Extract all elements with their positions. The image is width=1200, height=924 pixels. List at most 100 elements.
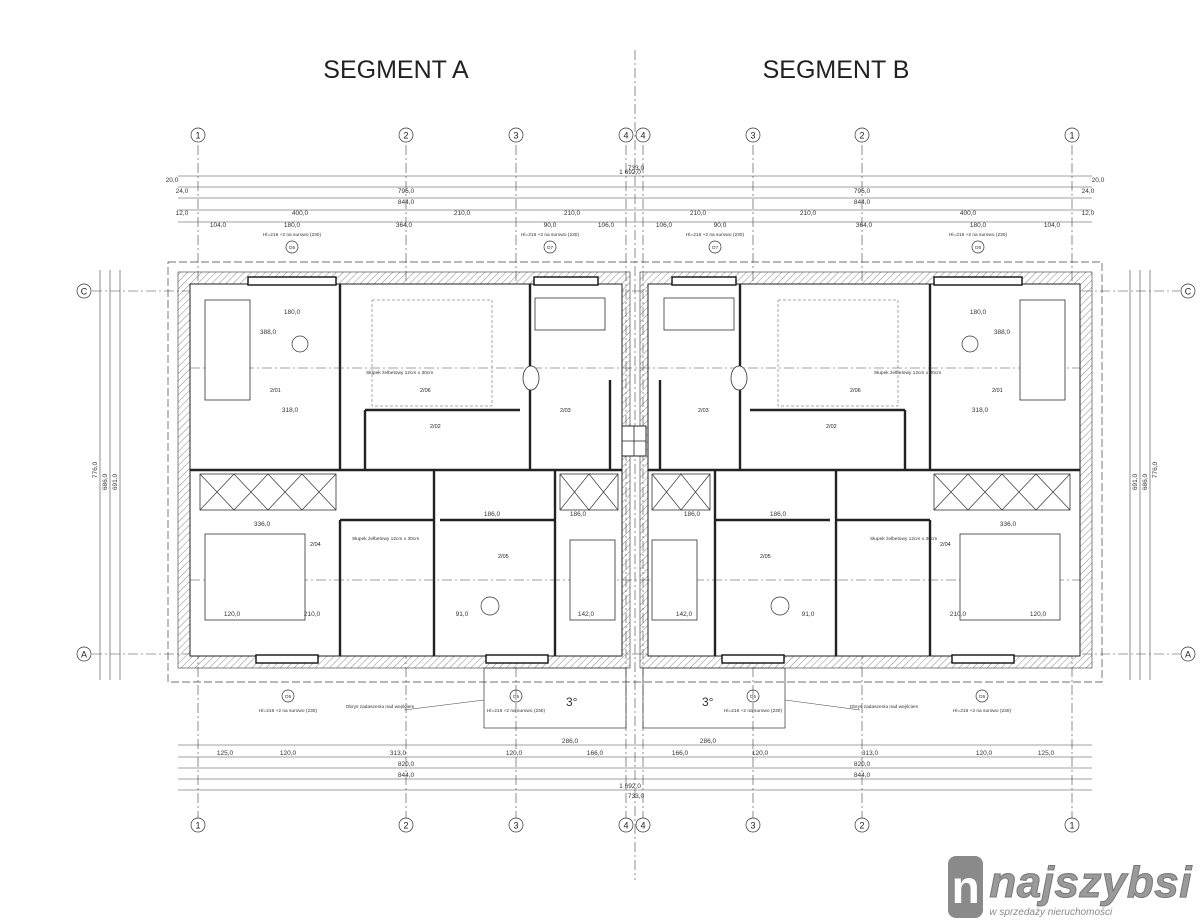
axis-label-bottom: 1 xyxy=(195,821,200,831)
column-note: Słupek żelbetowy 12cm x 30cm xyxy=(870,536,937,542)
dim-label: 210,0 xyxy=(950,611,967,618)
furniture xyxy=(204,297,1066,621)
dim-label: 364,0 xyxy=(396,222,413,229)
side-dimensions: 776,0 686,0 691,0 776,0 686,0 691,0 xyxy=(92,270,1159,680)
axis-label-row-c: C xyxy=(1185,287,1192,297)
dim-label: 20,0 xyxy=(1092,177,1105,184)
dim-label: 210,0 xyxy=(564,210,581,217)
axis-label-top: 2 xyxy=(403,131,408,141)
dim-label: 120,0 xyxy=(280,750,297,757)
dim-label: 180,0 xyxy=(970,309,987,316)
dim-label: 120,0 xyxy=(1030,611,1047,618)
dim-label: 186,0 xyxy=(684,511,701,518)
room-number: 2/05 xyxy=(498,554,509,560)
roof-slope-lines xyxy=(190,367,1080,581)
dim-label: 24,0 xyxy=(176,188,189,195)
dim-label: 286,0 xyxy=(562,738,579,745)
axis-label-bottom: 4 xyxy=(623,821,628,831)
room-number: 2/03 xyxy=(560,408,571,414)
axis-label-bottom: 3 xyxy=(750,821,755,831)
canopy-slope: 3° xyxy=(566,695,578,709)
axis-label-top: 4 xyxy=(623,131,628,141)
dim-label: 12,0 xyxy=(1082,210,1095,217)
dim-label: 336,0 xyxy=(254,521,271,528)
window-tags-top: O6 Hl=216 +2 na surowo (230) O7 Hl=216 +… xyxy=(263,232,1007,254)
room-number: 2/03 xyxy=(698,408,709,414)
dim-label: 318,0 xyxy=(972,407,989,414)
dim-label: 796,0 xyxy=(398,188,415,195)
dim-label: 120,0 xyxy=(976,750,993,757)
window-tag-note: Hl=216 +2 na surowo (230) xyxy=(259,708,318,714)
entrance-canopies: 3° 3° Obrys zadaszenia nad wejściem Obry… xyxy=(346,667,919,729)
dim-label: 186,0 xyxy=(570,511,587,518)
axis-label-bottom: 2 xyxy=(859,821,864,831)
dim-label: 796,0 xyxy=(854,188,871,195)
column-notes: Słupek żelbetowy 12cm x 30cm Słupek żelb… xyxy=(352,370,941,542)
dim-label: 388,0 xyxy=(260,329,277,336)
dim-label: 733,0 xyxy=(628,793,645,800)
room-number: 2/02 xyxy=(826,424,837,430)
window-tag-note: Hl=216 +2 na surowo (230) xyxy=(686,232,745,238)
stairs xyxy=(371,299,899,407)
dim-label: 210,0 xyxy=(304,611,321,618)
central-shafts xyxy=(621,425,647,457)
room-numbers: 2/01 2/02 2/03 2/04 2/05 2/06 2/01 2/02 … xyxy=(270,388,1003,560)
dim-label: 91,0 xyxy=(802,611,815,618)
dim-label: 12,0 xyxy=(176,210,189,217)
window-tag-label: O5 xyxy=(513,694,520,700)
room-number: 2/04 xyxy=(940,542,951,548)
canopy-note: Obrys zadaszenia nad wejściem xyxy=(850,704,919,710)
dim-label: 125,0 xyxy=(217,750,234,757)
window-tag-note: Hl=216 +2 na surowo (230) xyxy=(953,708,1012,714)
room-number: 2/01 xyxy=(992,388,1003,394)
dim-label: 106,0 xyxy=(656,222,673,229)
dim-label: 210,0 xyxy=(690,210,707,217)
dim-label: 120,0 xyxy=(752,750,769,757)
axis-label-bottom: 2 xyxy=(403,821,408,831)
roof-outline xyxy=(167,261,1103,683)
dim-label: 286,0 xyxy=(700,738,717,745)
window-tag-note: Hl=216 +2 na surowo (230) xyxy=(724,708,783,714)
dim-label: 364,0 xyxy=(856,222,873,229)
dim-label: 104,0 xyxy=(1044,222,1061,229)
dim-label: 90,0 xyxy=(544,222,557,229)
dim-label: 120,0 xyxy=(506,750,523,757)
canopy-slope: 3° xyxy=(702,695,714,709)
dim-label: 180,0 xyxy=(284,309,301,316)
axis-label-row-a: A xyxy=(81,650,87,660)
dim-label: 691,0 xyxy=(1132,473,1139,490)
column-note: Słupek żelbetowy 12cm x 30cm xyxy=(366,370,433,376)
window-tag-label: O6 xyxy=(289,245,296,251)
dim-label: 844,0 xyxy=(398,199,415,206)
window-tag-note: Hl=216 +2 na surowo (230) xyxy=(521,232,580,238)
axis-label-bottom: 4 xyxy=(640,821,645,831)
column-note: Słupek żelbetowy 12cm x 30cm xyxy=(352,536,419,542)
axis-label-top: 4 xyxy=(640,131,645,141)
dim-label: 90,0 xyxy=(714,222,727,229)
logo-brand: najszybsi xyxy=(989,858,1192,907)
window-tag-label: O7 xyxy=(547,245,554,251)
dim-label: 844,0 xyxy=(398,772,415,779)
window-tag-note: Hl=216 +2 na surowo (230) xyxy=(487,708,546,714)
window-tag-label: O5 xyxy=(979,694,986,700)
dim-label: 313,0 xyxy=(862,750,879,757)
axis-label-top: 2 xyxy=(859,131,864,141)
dim-label: 210,0 xyxy=(454,210,471,217)
window-tag-label: O6 xyxy=(975,245,982,251)
dim-label: 1 692,0 xyxy=(619,783,641,790)
dim-label: 125,0 xyxy=(1038,750,1055,757)
wardrobes xyxy=(199,473,1071,511)
column-note: Słupek żelbetowy 12cm x 30cm xyxy=(874,370,941,376)
dim-label: 91,0 xyxy=(456,611,469,618)
axis-label-row-a: A xyxy=(1185,650,1191,660)
dim-label: 120,0 xyxy=(224,611,241,618)
room-number: 2/01 xyxy=(270,388,281,394)
dim-label: 180,0 xyxy=(284,222,301,229)
logo-tagline: w sprzedaży nieruchomości xyxy=(989,907,1113,918)
windows-bottom xyxy=(255,654,1015,664)
room-number: 2/02 xyxy=(430,424,441,430)
windows-top xyxy=(247,276,1023,286)
dim-label: 400,0 xyxy=(292,210,309,217)
room-number: 2/06 xyxy=(420,388,431,394)
